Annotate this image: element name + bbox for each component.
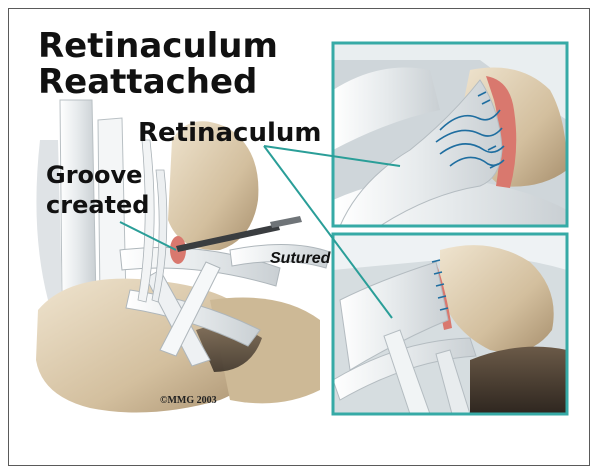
label-groove-line-2: created <box>46 190 149 220</box>
copyright-notice: ©MMG 2003 <box>160 395 217 406</box>
figure-title: Retinaculum Reattached <box>38 28 278 100</box>
inset-top <box>333 43 567 226</box>
inset-bottom <box>333 234 567 414</box>
label-groove-line-1: Groove <box>46 160 149 190</box>
label-groove-created: Groove created <box>46 160 149 220</box>
title-line-1: Retinaculum <box>38 28 278 64</box>
label-retinaculum: Retinaculum <box>138 118 322 148</box>
label-sutured: Sutured <box>270 250 330 268</box>
title-line-2: Reattached <box>38 64 278 100</box>
